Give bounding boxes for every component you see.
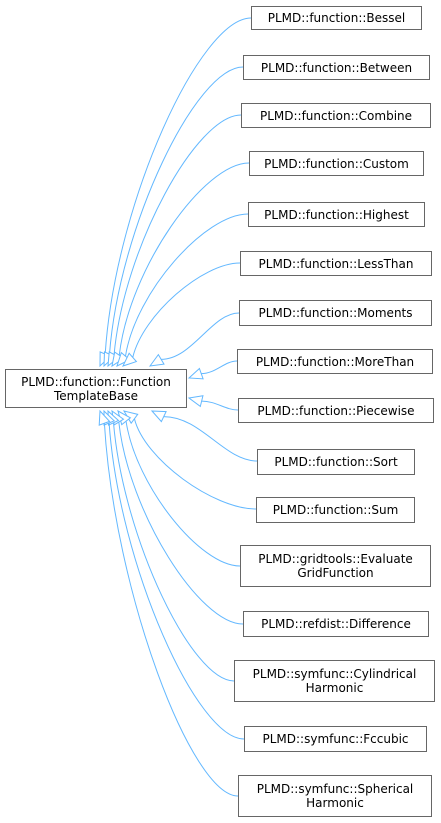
class-name-line2: Harmonic [306, 796, 364, 810]
class-name: PLMD::function::Sort [274, 455, 398, 469]
arrowhead-piecewise [187, 395, 204, 408]
class-node-sphericalharmonic[interactable]: PLMD::symfunc::Spherical Harmonic [238, 775, 432, 817]
class-name-line1: PLMD::gridtools::Evaluate [258, 552, 413, 566]
class-name: PLMD::function::Between [260, 60, 413, 75]
inheritance-edge-piecewise [201, 400, 239, 411]
class-name-line1: PLMD::symfunc::Cylindrical [252, 667, 417, 681]
base-class-name-line2: TemplateBase [54, 388, 138, 403]
class-name-line2: GridFunction [297, 566, 374, 580]
class-name: PLMD::function::MoreThan [255, 354, 415, 369]
class-node-sum[interactable]: PLMD::function::Sum [256, 497, 415, 523]
class-node-cylindricalharmonic[interactable]: PLMD::symfunc::Cylindrical Harmonic [234, 660, 435, 702]
class-name-line1: PLMD::symfunc::Spherical [256, 782, 414, 796]
base-class-name-line1: PLMD::function::Function [21, 374, 171, 389]
inheritance-edge-bessel [104, 17, 252, 355]
class-node-custom[interactable]: PLMD::function::Custom [249, 151, 424, 176]
base-class-node[interactable]: PLMD::function::Function TemplateBase [5, 369, 187, 408]
inheritance-edge-combine [113, 114, 242, 355]
class-name: PLMD::function::Moments [258, 306, 413, 320]
class-name: PLMD::refdist::Difference [261, 617, 411, 631]
arrowhead-sphericalharmonic [98, 409, 111, 426]
inheritance-edge-lessthan [132, 262, 241, 358]
inheritance-edge-custom [118, 162, 250, 356]
class-node-evaluategridfunction[interactable]: PLMD::gridtools::Evaluate GridFunction [240, 545, 431, 587]
class-node-bessel[interactable]: PLMD::function::Bessel [251, 6, 422, 30]
inheritance-edge-moments [161, 312, 240, 360]
class-node-piecewise[interactable]: PLMD::function::Piecewise [238, 398, 434, 423]
class-node-morethan[interactable]: PLMD::function::MoreThan [237, 349, 433, 374]
arrowhead-morethan [187, 367, 204, 380]
class-node-difference[interactable]: PLMD::refdist::Difference [243, 611, 429, 637]
class-node-fccubic[interactable]: PLMD::symfunc::Fccubic [244, 726, 427, 752]
inheritance-edges [98, 17, 258, 797]
inheritance-edge-sphericalharmonic [103, 423, 239, 797]
class-node-sort[interactable]: PLMD::function::Sort [257, 449, 415, 475]
arrowhead-sort [150, 410, 167, 423]
class-name: PLMD::function::Custom [264, 156, 409, 171]
inheritance-edge-highest [124, 213, 249, 357]
class-node-between[interactable]: PLMD::function::Between [243, 55, 430, 80]
class-name: PLMD::function::Sum [272, 503, 399, 517]
inheritance-edge-evaluategridfunction [125, 421, 241, 567]
class-name: PLMD::function::Highest [264, 207, 409, 222]
inheritance-edge-sort [163, 416, 258, 462]
class-name: PLMD::function::Piecewise [257, 403, 415, 418]
class-name: PLMD::symfunc::Fccubic [262, 732, 409, 746]
arrowhead-highest [116, 351, 131, 367]
arrowhead-moments [148, 353, 165, 367]
inheritance-edge-morethan [201, 360, 238, 375]
arrowhead-lessthan [122, 352, 138, 367]
inheritance-edge-between [108, 66, 244, 355]
inheritance-edge-difference [118, 422, 244, 625]
inheritance-edge-sum [133, 418, 257, 510]
class-node-lessthan[interactable]: PLMD::function::LessThan [240, 251, 432, 276]
class-node-moments[interactable]: PLMD::function::Moments [239, 300, 432, 326]
inheritance-edge-cylindricalharmonic [112, 422, 235, 682]
class-name: PLMD::function::LessThan [258, 256, 414, 271]
class-node-combine[interactable]: PLMD::function::Combine [241, 103, 431, 128]
class-name: PLMD::function::Combine [259, 108, 413, 123]
class-name-line2: Harmonic [305, 681, 364, 695]
inheritance-edge-fccubic [108, 422, 245, 740]
class-name: PLMD::function::Bessel [267, 11, 406, 25]
class-node-highest[interactable]: PLMD::function::Highest [248, 202, 425, 227]
